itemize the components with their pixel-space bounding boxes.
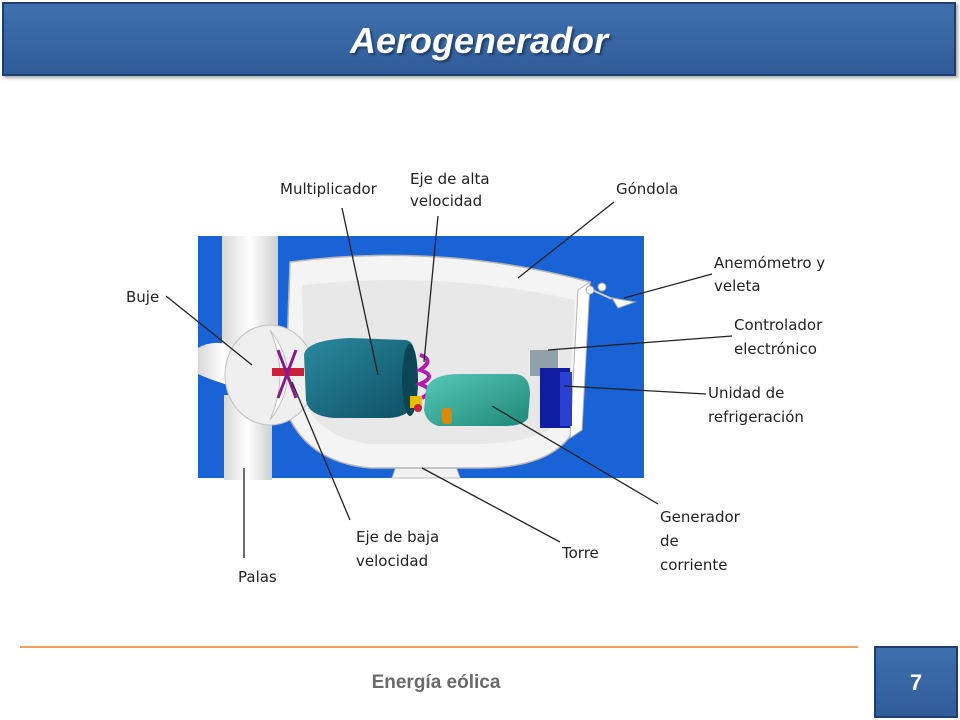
label-eje-baja-1: Eje de baja — [356, 528, 439, 546]
anemometer-cup-2 — [597, 282, 607, 292]
wind-turbine-diagram: Multiplicador Eje de alta velocidad Gónd… — [120, 150, 840, 600]
label-palas: Palas — [238, 568, 277, 586]
leader-eje-baja — [291, 381, 351, 521]
slide-title: Aerogenerador — [349, 20, 609, 61]
low-speed-shaft-rods — [276, 349, 298, 399]
page-number-box: 7 — [874, 646, 958, 718]
label-controlador-2: electrónico — [734, 340, 817, 358]
nacelle-rear-frame — [569, 281, 591, 439]
label-buje: Buje — [126, 288, 159, 306]
label-gondola: Góndola — [616, 180, 678, 198]
title-bar: Aerogenerador — [2, 2, 956, 76]
leader-anemometro — [623, 273, 713, 299]
leader-gondola — [517, 201, 615, 279]
label-generador-3: corriente — [660, 556, 728, 574]
generator-part — [442, 408, 452, 424]
label-eje-alta-2: velocidad — [410, 192, 482, 210]
label-controlador-1: Controlador — [734, 316, 823, 334]
generator — [424, 374, 530, 426]
hub-face — [269, 329, 288, 421]
cooling-unit-front — [560, 372, 572, 426]
leader-torre — [421, 467, 561, 543]
gearbox — [304, 338, 415, 418]
label-unidad-1: Unidad de — [708, 384, 784, 402]
label-multiplicador: Multiplicador — [280, 180, 378, 198]
page-number: 7 — [909, 670, 923, 695]
footer-divider — [20, 646, 858, 648]
label-eje-baja-2: velocidad — [356, 552, 428, 570]
leader-multiplicador — [341, 207, 379, 376]
leader-controlador — [547, 335, 733, 351]
leader-buje — [165, 295, 253, 366]
anemometer-cup-1 — [585, 285, 595, 295]
leader-generador — [491, 405, 659, 505]
wind-vane — [611, 297, 637, 309]
label-unidad-2: refrigeración — [708, 408, 804, 426]
footer-text: Energía eólica — [371, 672, 501, 693]
label-anemometro-2: veleta — [714, 277, 761, 295]
label-torre: Torre — [561, 544, 599, 562]
leader-unidad — [563, 385, 707, 395]
diagram-svg: Multiplicador Eje de alta velocidad Gónd… — [126, 170, 825, 586]
label-generador-1: Generador — [660, 508, 741, 526]
leader-eje-alta — [423, 215, 439, 363]
leader-lines — [165, 201, 733, 558]
label-anemometro-1: Anemómetro y — [714, 254, 825, 272]
label-generador-2: de — [660, 532, 679, 550]
label-eje-alta-1: Eje de alta — [410, 170, 490, 188]
high-speed-shaft-disc — [414, 404, 422, 412]
